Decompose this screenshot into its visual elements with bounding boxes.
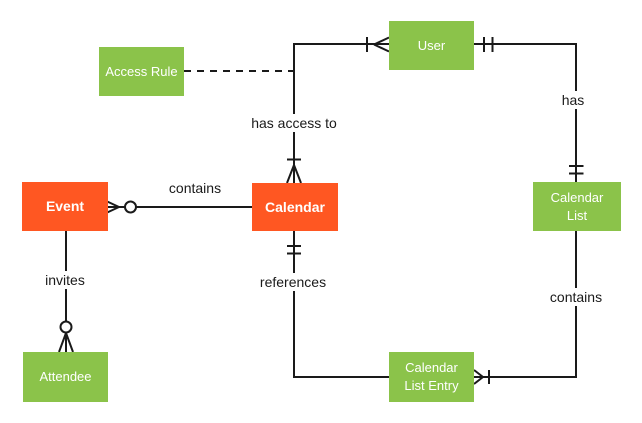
entity-label: Calendar List Entry xyxy=(404,360,459,393)
cardinality-one-or-many-calendar-list-entry-icon xyxy=(473,369,490,385)
cardinality-one-and-only-one-calendar-icon xyxy=(287,245,301,255)
entity-label: Event xyxy=(45,198,85,215)
entity-attendee[interactable]: Attendee xyxy=(23,352,108,402)
entity-calendar-list-entry[interactable]: Calendar List Entry xyxy=(389,352,474,402)
relationship-line-has xyxy=(474,43,577,182)
relationship-label-has: has xyxy=(557,91,589,109)
entity-label: Calendar xyxy=(265,198,325,215)
entity-label: Attendee xyxy=(39,369,92,385)
relationship-label-references: references xyxy=(255,273,331,291)
relationship-label-has-access-to: has access to xyxy=(247,114,341,132)
cardinality-crow-foot-attendee-icon xyxy=(58,332,74,353)
entity-event[interactable]: Event xyxy=(22,182,108,231)
relationship-line-has-access-to xyxy=(293,43,389,183)
cardinality-one-and-only-one-user-icon xyxy=(483,37,494,52)
entity-label: Calendar List xyxy=(550,189,604,223)
cardinality-zero-circle-attendee-icon xyxy=(59,320,73,334)
entity-calendar[interactable]: Calendar xyxy=(252,183,338,231)
entity-label: Access Rule xyxy=(105,63,178,79)
entity-access-rule[interactable]: Access Rule xyxy=(99,47,184,96)
cardinality-one-or-many-calendar-icon xyxy=(286,158,302,184)
relationship-line-contains-list-entry xyxy=(474,231,577,378)
relationship-label-contains-list-entry: contains xyxy=(545,288,607,306)
cardinality-one-and-only-one-calendar-list-icon xyxy=(569,165,584,175)
cardinality-zero-circle-event-icon xyxy=(124,200,137,214)
cardinality-one-or-many-user-icon xyxy=(366,36,390,53)
entity-calendar-list[interactable]: Calendar List xyxy=(533,182,621,231)
entity-user[interactable]: User xyxy=(389,21,474,70)
relationship-label-contains-event-calendar: contains xyxy=(164,179,226,197)
entity-label: User xyxy=(417,37,446,53)
relationship-line-references xyxy=(293,231,389,378)
relationship-label-invites: invites xyxy=(41,271,89,289)
